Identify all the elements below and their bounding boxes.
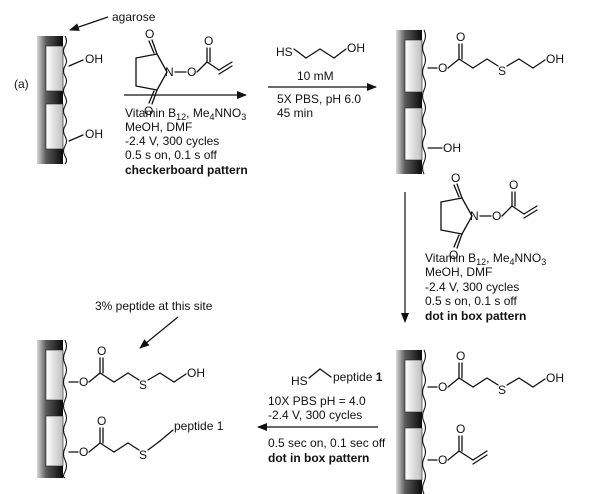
annotation-peptide-site: 3% peptide at this site bbox=[95, 299, 213, 349]
svg-text:HS: HS bbox=[276, 45, 293, 59]
svg-text:O: O bbox=[449, 248, 458, 262]
svg-text:O: O bbox=[438, 453, 447, 467]
svg-text:-2.4 V, 300 cycles: -2.4 V, 300 cycles bbox=[268, 408, 362, 422]
svg-text:0.5 s on, 0.1 s off: 0.5 s on, 0.1 s off bbox=[425, 294, 518, 308]
svg-text:10X PBS pH = 4.0: 10X PBS pH = 4.0 bbox=[268, 394, 366, 408]
step4-conditions-top: 10X PBS pH = 4.0 -2.4 V, 300 cycles bbox=[268, 394, 366, 422]
svg-text:O: O bbox=[451, 171, 460, 185]
nhs-acrylate-structure-1: O O N O O bbox=[135, 27, 233, 118]
svg-text:O: O bbox=[456, 422, 465, 436]
svg-text:5X PBS, pH 6.0: 5X PBS, pH 6.0 bbox=[277, 92, 361, 106]
svg-text:O: O bbox=[144, 104, 153, 118]
svg-text:45 min: 45 min bbox=[277, 106, 313, 120]
mercaptoethanol-structure: HS OH bbox=[276, 41, 365, 59]
hydroxyl-group-top: OH bbox=[68, 52, 103, 67]
electrode-chip-product bbox=[37, 339, 68, 479]
svg-text:dot in box pattern: dot in box pattern bbox=[425, 309, 526, 323]
svg-text:0.5 s on, 0.1 s off: 0.5 s on, 0.1 s off bbox=[125, 148, 218, 162]
svg-text:OH: OH bbox=[546, 371, 564, 385]
svg-text:O: O bbox=[492, 209, 501, 223]
svg-text:-2.4 V, 300 cycles: -2.4 V, 300 cycles bbox=[425, 280, 519, 294]
svg-text:Vitamin B12, Me4NNO3: Vitamin B12, Me4NNO3 bbox=[125, 106, 246, 122]
svg-text:3% peptide at this site: 3% peptide at this site bbox=[95, 299, 213, 313]
hydroxyethylthio-ester-chain-chip3: O O S OH bbox=[427, 349, 564, 397]
step4-conditions-bottom: 0.5 sec on, 0.1 sec off dot in box patte… bbox=[268, 436, 386, 465]
peptide-thiol-structure: HS peptide 1 bbox=[291, 368, 383, 388]
svg-text:N: N bbox=[165, 65, 174, 79]
svg-text:OH: OH bbox=[187, 366, 205, 380]
svg-text:OH: OH bbox=[546, 52, 564, 66]
svg-text:OH: OH bbox=[443, 141, 461, 155]
svg-text:0.5 sec on, 0.1 sec off: 0.5 sec on, 0.1 sec off bbox=[268, 436, 386, 450]
svg-text:dot in box pattern: dot in box pattern bbox=[268, 451, 369, 465]
step2-conditions: 5X PBS, pH 6.0 45 min bbox=[277, 92, 361, 120]
svg-text:S: S bbox=[139, 378, 147, 392]
svg-text:peptide 1: peptide 1 bbox=[174, 419, 224, 433]
svg-text:OH: OH bbox=[85, 52, 103, 66]
svg-text:OH: OH bbox=[85, 127, 103, 141]
hydroxyethylthio-ester-chain-top: O O S OH bbox=[427, 30, 564, 78]
step2-concentration: 10 mM bbox=[297, 69, 334, 83]
step1-conditions: Vitamin B12, Me4NNO3 MeOH, DMF -2.4 V, 3… bbox=[125, 106, 248, 177]
svg-text:S: S bbox=[498, 383, 506, 397]
peptide-conjugate-chain-product: O O S peptide 1 bbox=[68, 414, 224, 462]
electrode-chip-intermediate-2 bbox=[396, 349, 427, 494]
svg-text:O: O bbox=[97, 344, 106, 358]
svg-text:O: O bbox=[79, 375, 88, 389]
svg-text:O: O bbox=[438, 61, 447, 75]
svg-text:O: O bbox=[187, 65, 196, 79]
svg-text:N: N bbox=[470, 209, 479, 223]
svg-text:O: O bbox=[509, 178, 518, 192]
svg-text:-2.4 V, 300 cycles: -2.4 V, 300 cycles bbox=[125, 134, 219, 148]
svg-text:HS: HS bbox=[291, 374, 308, 388]
electrode-chip-start bbox=[37, 35, 68, 165]
svg-text:O: O bbox=[97, 414, 106, 428]
svg-text:Vitamin B12, Me4NNO3: Vitamin B12, Me4NNO3 bbox=[425, 251, 546, 267]
panel-label: (a) bbox=[14, 77, 29, 91]
svg-text:S: S bbox=[498, 64, 506, 78]
svg-text:peptide 1: peptide 1 bbox=[333, 370, 383, 384]
hydroxyl-group-bottom: OH bbox=[68, 127, 103, 142]
svg-text:O: O bbox=[204, 34, 213, 48]
svg-text:MeOH, DMF: MeOH, DMF bbox=[125, 120, 192, 134]
svg-text:O: O bbox=[456, 30, 465, 44]
svg-text:S: S bbox=[139, 448, 147, 462]
svg-text:checkerboard pattern: checkerboard pattern bbox=[125, 163, 248, 177]
electrode-chip-intermediate-1 bbox=[396, 29, 427, 175]
svg-text:O: O bbox=[438, 380, 447, 394]
step3-conditions: Vitamin B12, Me4NNO3 MeOH, DMF -2.4 V, 3… bbox=[425, 251, 546, 323]
hydroxyl-group-chip2: OH bbox=[427, 141, 461, 155]
svg-text:agarose: agarose bbox=[112, 10, 156, 24]
nhs-acrylate-structure-2: O O N O O bbox=[440, 171, 538, 262]
agarose-label: agarose bbox=[69, 10, 156, 31]
svg-text:MeOH, DMF: MeOH, DMF bbox=[425, 265, 492, 279]
svg-text:O: O bbox=[456, 349, 465, 363]
svg-text:O: O bbox=[79, 445, 88, 459]
svg-text:OH: OH bbox=[347, 41, 365, 55]
acrylate-ester-chip3: O O bbox=[427, 422, 488, 467]
svg-text:O: O bbox=[145, 27, 154, 41]
hydroxyethylthio-ester-chain-product: O O S OH bbox=[68, 344, 205, 392]
